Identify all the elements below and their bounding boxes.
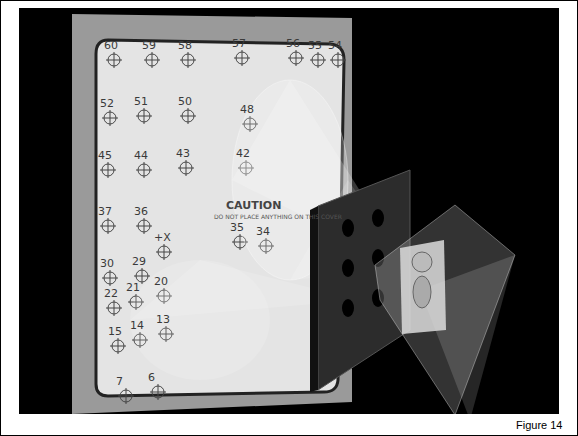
target-cross (180, 108, 196, 124)
target-number: 34 (256, 226, 270, 237)
target-cross (118, 388, 134, 404)
target-number: 58 (178, 40, 192, 51)
target-cross (106, 52, 122, 68)
target-number: 59 (142, 40, 156, 51)
target-cross (288, 50, 304, 66)
target-cross (136, 218, 152, 234)
target-number: 15 (108, 326, 122, 337)
aperture-plate-edge (310, 206, 318, 392)
target-cross (180, 52, 196, 68)
aperture-hole (342, 219, 354, 237)
caution-note: DO NOT PLACE ANYTHING ON THIS COVER (214, 214, 342, 220)
aperture-hole (342, 299, 354, 317)
target-number: 55 (308, 40, 322, 51)
target-number: 37 (98, 206, 112, 217)
figure-head (412, 252, 432, 272)
target-number: 14 (130, 320, 144, 331)
target-cross (102, 110, 118, 126)
target-number: 50 (178, 96, 192, 107)
target-cross (150, 384, 166, 400)
target-number: 36 (134, 206, 148, 217)
target-number: 60 (104, 40, 118, 51)
target-cross (136, 162, 152, 178)
target-number: 57 (232, 38, 246, 49)
target-number: 21 (126, 282, 140, 293)
target-number: 45 (98, 150, 112, 161)
target-cross (110, 338, 126, 354)
target-number: 22 (104, 288, 118, 299)
aperture-hole (342, 259, 354, 277)
target-number: 29 (132, 256, 146, 267)
target-cross (330, 52, 346, 68)
target-number: 20 (154, 276, 168, 287)
target-cross (106, 300, 122, 316)
target-number: 30 (100, 258, 114, 269)
figure-caption: Figure 14 (516, 419, 562, 431)
target-cross (310, 52, 326, 68)
target-number: 42 (236, 148, 250, 159)
caution-heading: CAUTION (226, 200, 281, 211)
target-cross (178, 160, 194, 176)
target-number: 13 (156, 314, 170, 325)
target-cross (156, 244, 172, 260)
target-number: 48 (240, 104, 254, 115)
target-number: 56 (286, 38, 300, 49)
figure-card (400, 240, 446, 334)
target-number: 54 (328, 40, 342, 51)
target-number: 51 (134, 96, 148, 107)
target-cross (100, 218, 116, 234)
target-number: 52 (100, 98, 114, 109)
target-number: 44 (134, 150, 148, 161)
target-cross (136, 108, 152, 124)
aperture-hole (372, 209, 384, 227)
target-cross (144, 52, 160, 68)
panel-frame (72, 14, 352, 414)
target-number: 6 (148, 372, 155, 383)
target-cross (234, 50, 250, 66)
target-cross (100, 162, 116, 178)
target-cross (102, 270, 118, 286)
target-number: 43 (176, 148, 190, 159)
target-number: +X (154, 232, 171, 243)
figure-body (413, 276, 431, 308)
target-number: 35 (230, 222, 244, 233)
target-number: 7 (116, 376, 123, 387)
